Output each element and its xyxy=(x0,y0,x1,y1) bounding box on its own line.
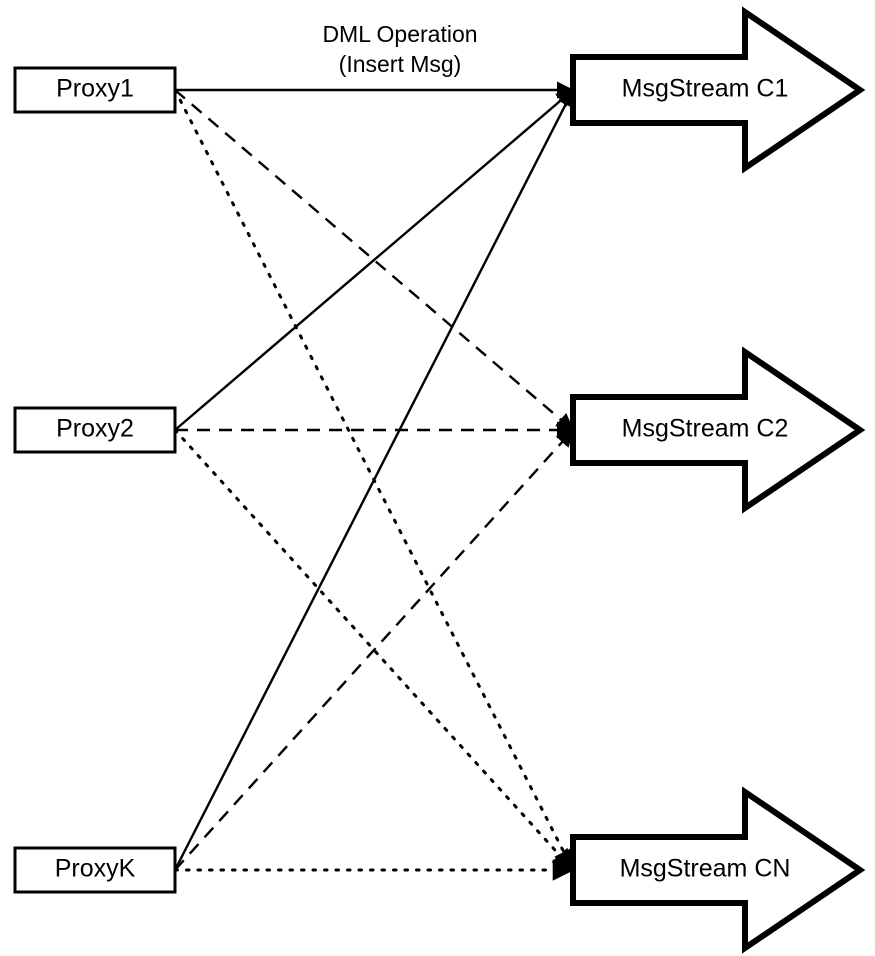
stream-c2-label: MsgStream C2 xyxy=(622,415,789,443)
proxy1-label: Proxy1 xyxy=(56,75,134,103)
stream-c1-shape xyxy=(570,6,866,174)
stream-cn-label: MsgStream CN xyxy=(620,855,791,883)
stream-c1-label: MsgStream C1 xyxy=(622,75,789,103)
stream-c2-shape xyxy=(570,346,866,514)
connection-p2-c1 xyxy=(174,89,574,431)
edge-label-line1: DML Operation xyxy=(322,21,477,47)
dml-operation-edge-label: DML Operation (Insert Msg) xyxy=(322,21,477,77)
proxy2-label: Proxy2 xyxy=(56,415,134,443)
proxy1: Proxy1 xyxy=(13,66,177,114)
proxyk-box xyxy=(13,846,177,894)
connections-layer xyxy=(173,81,575,881)
stream-c2: MsgStream C2 xyxy=(570,346,866,514)
edge-label-line2: (Insert Msg) xyxy=(339,51,462,77)
proxy1-box xyxy=(13,66,177,114)
proxyk: ProxyK xyxy=(13,846,177,894)
proxyk-label: ProxyK xyxy=(55,855,136,883)
stream-cn-shape xyxy=(570,786,866,954)
connection-pk-c2 xyxy=(174,429,574,871)
stream-c1: MsgStream C1 xyxy=(570,6,866,174)
proxy2-box xyxy=(13,406,177,454)
streams-layer: MsgStream C1 MsgStream C2 MsgStream CN xyxy=(570,6,866,954)
proxy2: Proxy2 xyxy=(13,406,177,454)
connection-pk-c1 xyxy=(173,89,575,871)
connection-p2-cn xyxy=(173,428,575,872)
stream-cn: MsgStream CN xyxy=(570,786,866,954)
